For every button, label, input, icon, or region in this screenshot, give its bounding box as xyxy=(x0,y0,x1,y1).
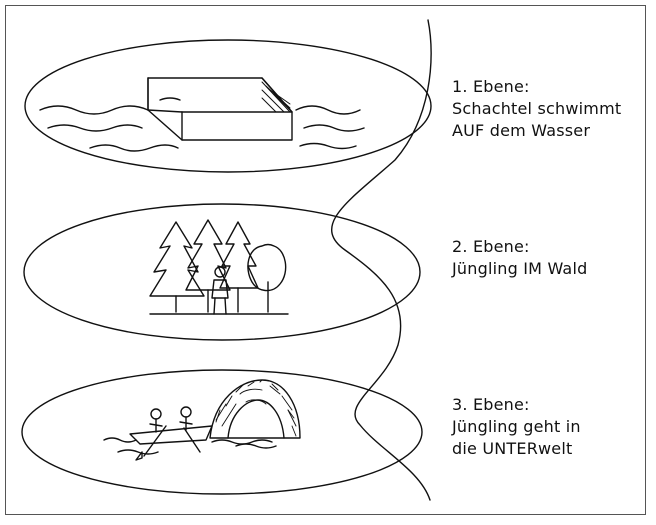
level-1-line-2: AUF dem Wasser xyxy=(452,121,591,140)
level-2-label: 2. Ebene: Jüngling IM Wald xyxy=(452,236,587,280)
level-1-ellipse xyxy=(24,39,432,173)
level-2-ellipse xyxy=(23,203,421,341)
forest-drawing xyxy=(149,219,289,315)
level-3-line-1: Jüngling geht in xyxy=(452,417,581,436)
spiral-line xyxy=(331,19,432,501)
level-3-ellipse xyxy=(21,369,423,495)
level-1-label: 1. Ebene: Schachtel schwimmt AUF dem Was… xyxy=(452,76,621,142)
level-1-line-1: Schachtel schwimmt xyxy=(452,99,622,118)
floating-box-drawing xyxy=(39,77,365,152)
level-2-line-1: Jüngling IM Wald xyxy=(452,259,588,278)
level-3-label: 3. Ebene: Jüngling geht in die UNTERwelt xyxy=(452,394,581,460)
level-3-heading: 3. Ebene: xyxy=(452,395,530,414)
underworld-drawing xyxy=(103,379,301,461)
level-3-line-2: die UNTERwelt xyxy=(452,439,573,458)
figure-frame xyxy=(5,5,646,515)
level-1-heading: 1. Ebene: xyxy=(452,77,530,96)
level-2-heading: 2. Ebene: xyxy=(452,237,530,256)
